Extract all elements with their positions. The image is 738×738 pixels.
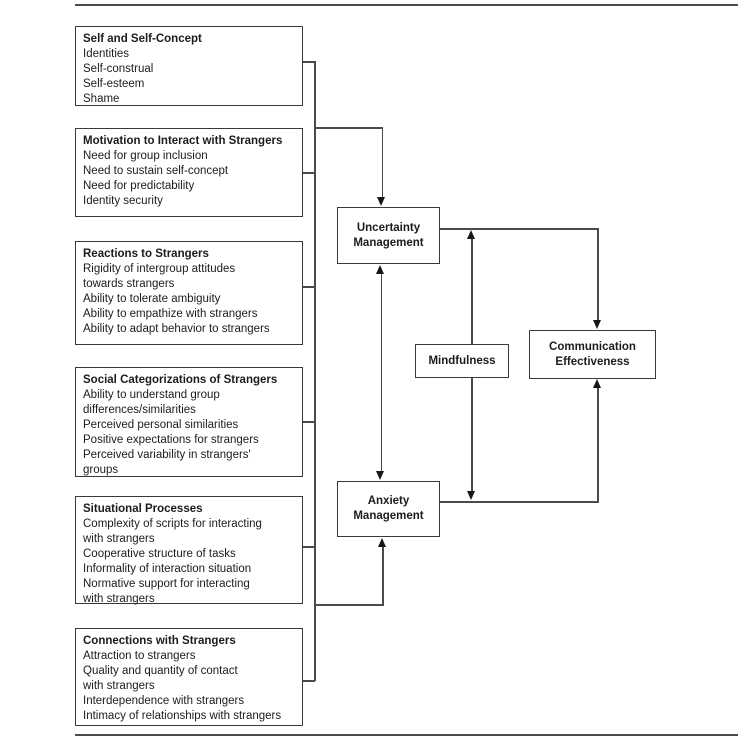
box-item: Positive expectations for strangers (83, 434, 259, 446)
box-item: Identity security (83, 195, 163, 207)
box-item: Quality and quantity of contact with str… (83, 665, 238, 692)
box-item: Need to sustain self-concept (83, 165, 229, 177)
stub-reactions (303, 286, 315, 288)
arrow-into-anxiety-top-icon (376, 471, 384, 480)
uncertainty-anxiety-link (380, 272, 382, 472)
uncertainty-management-box: Uncertainty Management (337, 207, 440, 264)
box-item: Normative support for interacting with s… (83, 578, 250, 605)
branch-to-uncertainty-h (314, 127, 383, 129)
arrow-into-uncertainty-top-icon (377, 197, 385, 206)
box-item: Interdependence with strangers (83, 695, 245, 707)
box-item: Identities (83, 48, 130, 60)
anxiety-to-effectiveness-v (597, 387, 599, 502)
stub-motivation (303, 172, 315, 174)
box-item: Need for predictability (83, 180, 195, 192)
box-item: Need for group inclusion (83, 150, 208, 162)
box-item: Ability to tolerate ambiguity (83, 293, 221, 305)
stub-situational (303, 546, 315, 548)
box-item: Cooperative structure of tasks (83, 548, 236, 560)
box-item: Rigidity of intergroup attitudes towards… (83, 263, 236, 290)
box-item: Intimacy of relationships with strangers (83, 710, 282, 722)
box-title: Reactions to Strangers (83, 248, 209, 260)
top-rule (75, 4, 738, 6)
box-item: Shame (83, 93, 120, 105)
arrow-into-effectiveness-top-icon (593, 320, 601, 329)
box-item: Informality of interaction situation (83, 563, 252, 575)
branch-to-uncertainty-v (381, 127, 383, 199)
box-item: Complexity of scripts for interacting wi… (83, 518, 262, 545)
box-item: Ability to empathize with strangers (83, 308, 258, 320)
arrow-into-anxiety-bottom-icon (377, 538, 386, 547)
stub-social-categorizations (303, 421, 315, 423)
arrow-into-uncertainty-bottom-icon (376, 265, 384, 274)
box-title: Connections with Strangers (83, 635, 236, 647)
uncertainty-management-label: Uncertainty Management (353, 221, 424, 249)
uncertainty-to-effectiveness-h (439, 228, 599, 230)
box-item: Perceived personal similarities (83, 419, 239, 431)
box-item: Attraction to strangers (83, 650, 196, 662)
box-title: Motivation to Interact with Strangers (83, 135, 283, 147)
anxiety-management-box: Anxiety Management (337, 481, 440, 537)
branch-to-anxiety-v (382, 546, 384, 605)
box-item: Ability to understand group differences/… (83, 389, 220, 416)
mindfulness-label: Mindfulness (428, 354, 496, 367)
communication-effectiveness-box: Communication Effectiveness (529, 330, 656, 379)
stub-self-concept (303, 61, 315, 63)
anxiety-management-label: Anxiety Management (353, 495, 424, 522)
box-item: Ability to adapt behavior to strangers (83, 323, 270, 335)
arrow-into-effectiveness-bottom-icon (593, 379, 601, 388)
branch-to-anxiety-h (314, 604, 384, 606)
box-title: Self and Self-Concept (83, 33, 202, 45)
bottom-rule (75, 734, 738, 736)
uncertainty-to-effectiveness-v (597, 228, 599, 322)
left-collector-line (314, 61, 316, 681)
box-item: Self-esteem (83, 78, 145, 90)
anxiety-to-effectiveness-h (439, 501, 599, 503)
box-title: Social Categorizations of Strangers (83, 374, 278, 386)
stub-connections (303, 680, 315, 682)
box-title: Situational Processes (83, 503, 203, 515)
box-item: Self-construal (83, 63, 154, 75)
mindfulness-box: Mindfulness (415, 344, 509, 378)
mindfulness-arrow-down-icon (467, 491, 475, 500)
box-item: Perceived variability in strangers' grou… (83, 449, 251, 476)
communication-effectiveness-label: Communication Effectiveness (549, 340, 636, 368)
mindfulness-arrow-up-icon (467, 230, 475, 239)
